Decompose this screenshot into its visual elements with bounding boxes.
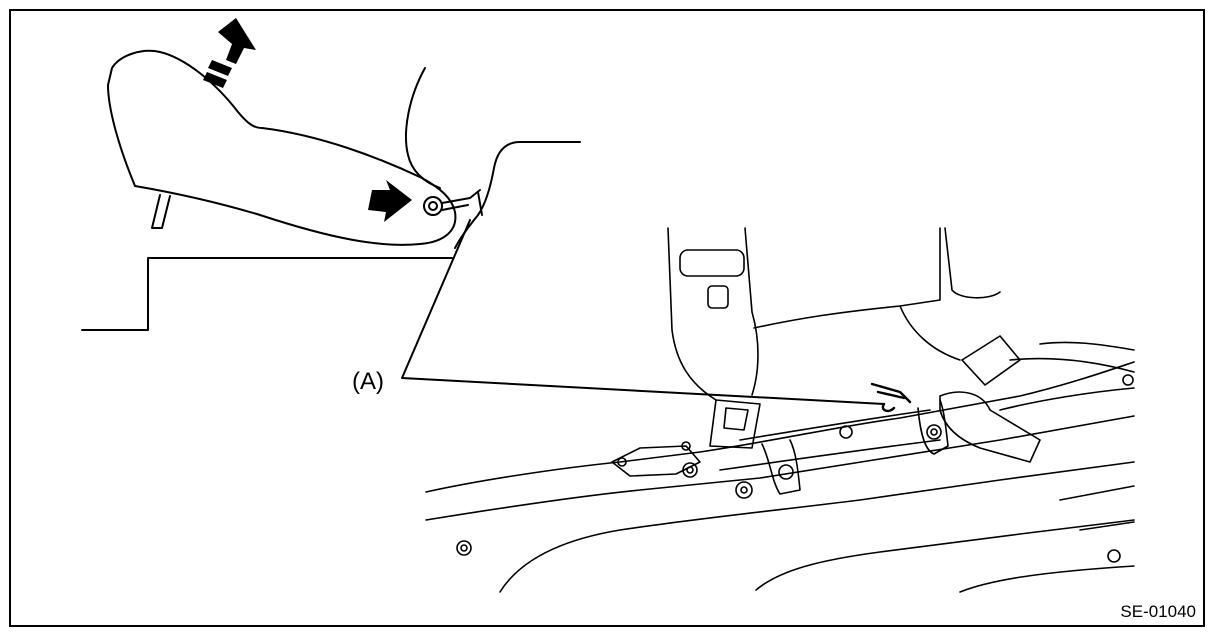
bolt-icon xyxy=(456,540,472,556)
bolt-icon xyxy=(681,441,691,451)
left-seatbelt-strap xyxy=(667,227,759,401)
figure-code: SE-01040 xyxy=(1120,602,1196,621)
right-buckle xyxy=(961,335,1021,386)
bolt-icon xyxy=(735,481,753,499)
cushion-pin xyxy=(151,194,171,229)
hook-loop-icon xyxy=(423,196,443,216)
seatback-frame-left xyxy=(753,227,941,329)
seat-back-outline xyxy=(405,67,441,189)
callout-label-a: (A) xyxy=(352,368,384,395)
center-anchor-bracket xyxy=(761,439,801,495)
push-arrow-icon xyxy=(368,180,412,222)
lift-up-arrow-icon xyxy=(203,18,256,88)
bolt-icon xyxy=(682,462,698,478)
floor-hook xyxy=(870,382,912,413)
anchor-bolts xyxy=(456,374,1134,563)
floor-step-outline xyxy=(81,257,453,331)
bolt-icon xyxy=(778,464,794,480)
left-belt-guide xyxy=(679,249,745,277)
bolt-icon xyxy=(926,424,942,440)
left-anchor-bracket xyxy=(611,445,701,477)
bolt-icon xyxy=(1107,549,1121,563)
right-anchor-bracket xyxy=(917,399,949,455)
bolt-icon xyxy=(1122,374,1134,386)
hook-wire xyxy=(441,189,483,216)
callout-leader-line xyxy=(401,219,885,405)
center-rail xyxy=(719,409,941,471)
figure-frame xyxy=(9,9,1205,627)
bolt-icon xyxy=(617,457,627,467)
floor-panel-outline xyxy=(425,361,1135,493)
left-buckle xyxy=(709,399,761,449)
seat-cushion-outline xyxy=(107,49,457,246)
bolt-icon xyxy=(839,425,853,439)
vehicle-floor-view xyxy=(425,227,1135,593)
seat-cushion-detail xyxy=(81,49,581,331)
seatback-frame-right xyxy=(944,227,1001,299)
